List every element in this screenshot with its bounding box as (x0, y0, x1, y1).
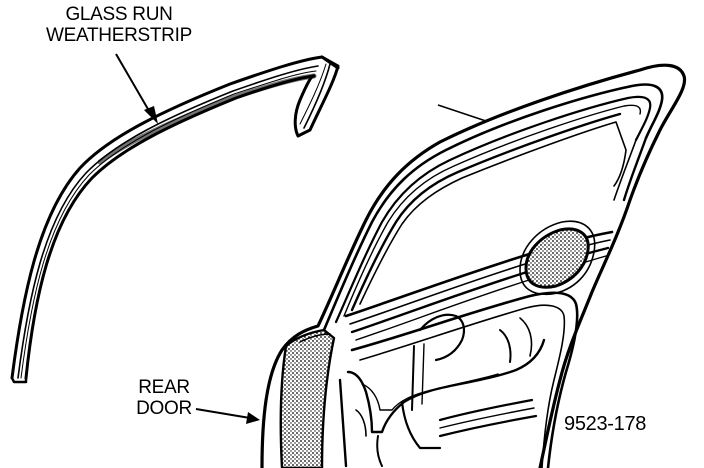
rear-door-label-line1: REAR (138, 377, 190, 398)
rear-door-label-line2: DOOR (136, 398, 192, 419)
rear-door-leader-arrow (246, 412, 260, 424)
rear-door-leader-line (195, 408, 251, 419)
glass-run-label-line2: WEATHERSTRIP (46, 25, 192, 46)
glass-run-leader-line (115, 53, 153, 117)
speaker-opening (524, 227, 590, 289)
glass-run-weatherstrip-label: GLASS RUN WEATHERSTRIP (34, 4, 204, 46)
glass-run-leader-arrow (144, 106, 158, 124)
figure-number: 9523-178 (564, 413, 647, 435)
door-edge-seal (279, 328, 336, 468)
glass-run-label-line1: GLASS RUN (65, 4, 173, 25)
rear-door (260, 63, 687, 468)
rear-door-label: REAR DOOR (122, 377, 206, 419)
glass-run-weatherstrip (10, 55, 340, 384)
